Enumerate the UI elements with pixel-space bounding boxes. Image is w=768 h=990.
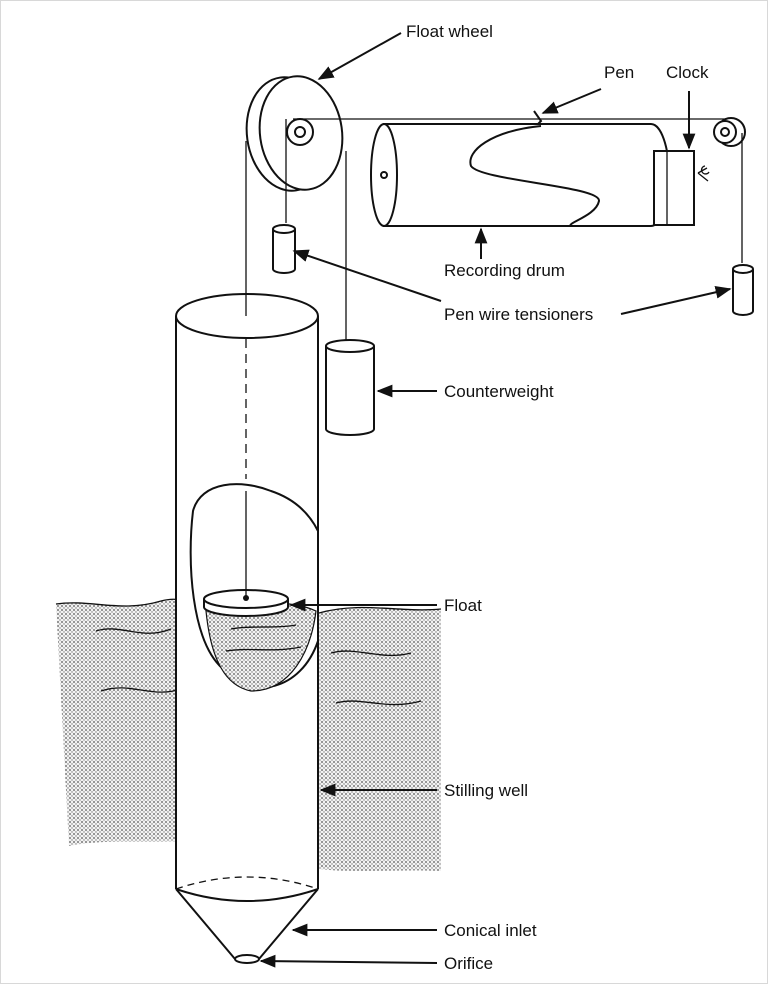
label-conical-inlet: Conical inlet [444, 921, 537, 940]
label-recording-drum: Recording drum [444, 261, 565, 280]
label-stilling-well: Stilling well [444, 781, 528, 800]
label-pen-wire-tensioners: Pen wire tensioners [444, 305, 593, 324]
float-wheel [245, 75, 344, 192]
leader-lines [259, 32, 732, 968]
counterweight [325, 151, 375, 436]
label-float: Float [444, 596, 482, 615]
ground [55, 598, 442, 871]
float [203, 589, 289, 617]
label-float-wheel: Float wheel [406, 22, 493, 41]
label-pen: Pen [604, 63, 634, 82]
conical-inlet [175, 888, 319, 964]
pen-wire-tensioner-left [272, 119, 296, 274]
recording-drum [370, 123, 670, 227]
pen-wire-tensioner-right [732, 133, 754, 316]
label-orifice: Orifice [444, 954, 493, 973]
label-clock: Clock [666, 63, 709, 82]
clock [653, 150, 710, 226]
right-pulley [713, 117, 746, 147]
label-counterweight: Counterweight [444, 382, 554, 401]
